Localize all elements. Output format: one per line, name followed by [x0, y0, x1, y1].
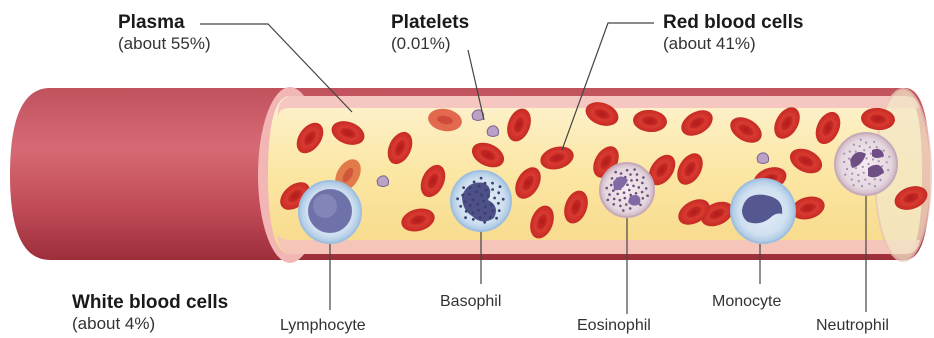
plasma-sub: (about 55%)	[118, 34, 211, 54]
plasma-title: Plasma	[118, 12, 211, 34]
lymphocyte-cell	[299, 181, 361, 243]
monocyte-label: Monocyte	[712, 293, 781, 311]
neutrophil-cell	[835, 133, 897, 195]
rbc-sub: (about 41%)	[663, 34, 803, 54]
wbc-label: White blood cells (about 4%)	[72, 292, 228, 333]
wbc-sub: (about 4%)	[72, 314, 228, 334]
platelets-label: Platelets (0.01%)	[391, 12, 469, 53]
platelets-title: Platelets	[391, 12, 469, 34]
lymphocyte-label: Lymphocyte	[280, 317, 366, 335]
platelet	[377, 176, 389, 187]
basophil-label: Basophil	[440, 293, 501, 311]
platelet	[487, 126, 499, 137]
basophil-cell	[451, 171, 511, 231]
monocyte-cell	[731, 179, 795, 243]
plasma-label: Plasma (about 55%)	[118, 12, 211, 53]
wbc-title: White blood cells	[72, 292, 228, 314]
neutrophil-label: Neutrophil	[816, 317, 889, 335]
eosinophil-label: Eosinophil	[577, 317, 651, 335]
platelets-sub: (0.01%)	[391, 34, 469, 54]
rbc-label: Red blood cells (about 41%)	[663, 12, 803, 53]
eosinophil-cell	[600, 163, 654, 217]
rbc-title: Red blood cells	[663, 12, 803, 34]
platelet	[757, 153, 769, 164]
